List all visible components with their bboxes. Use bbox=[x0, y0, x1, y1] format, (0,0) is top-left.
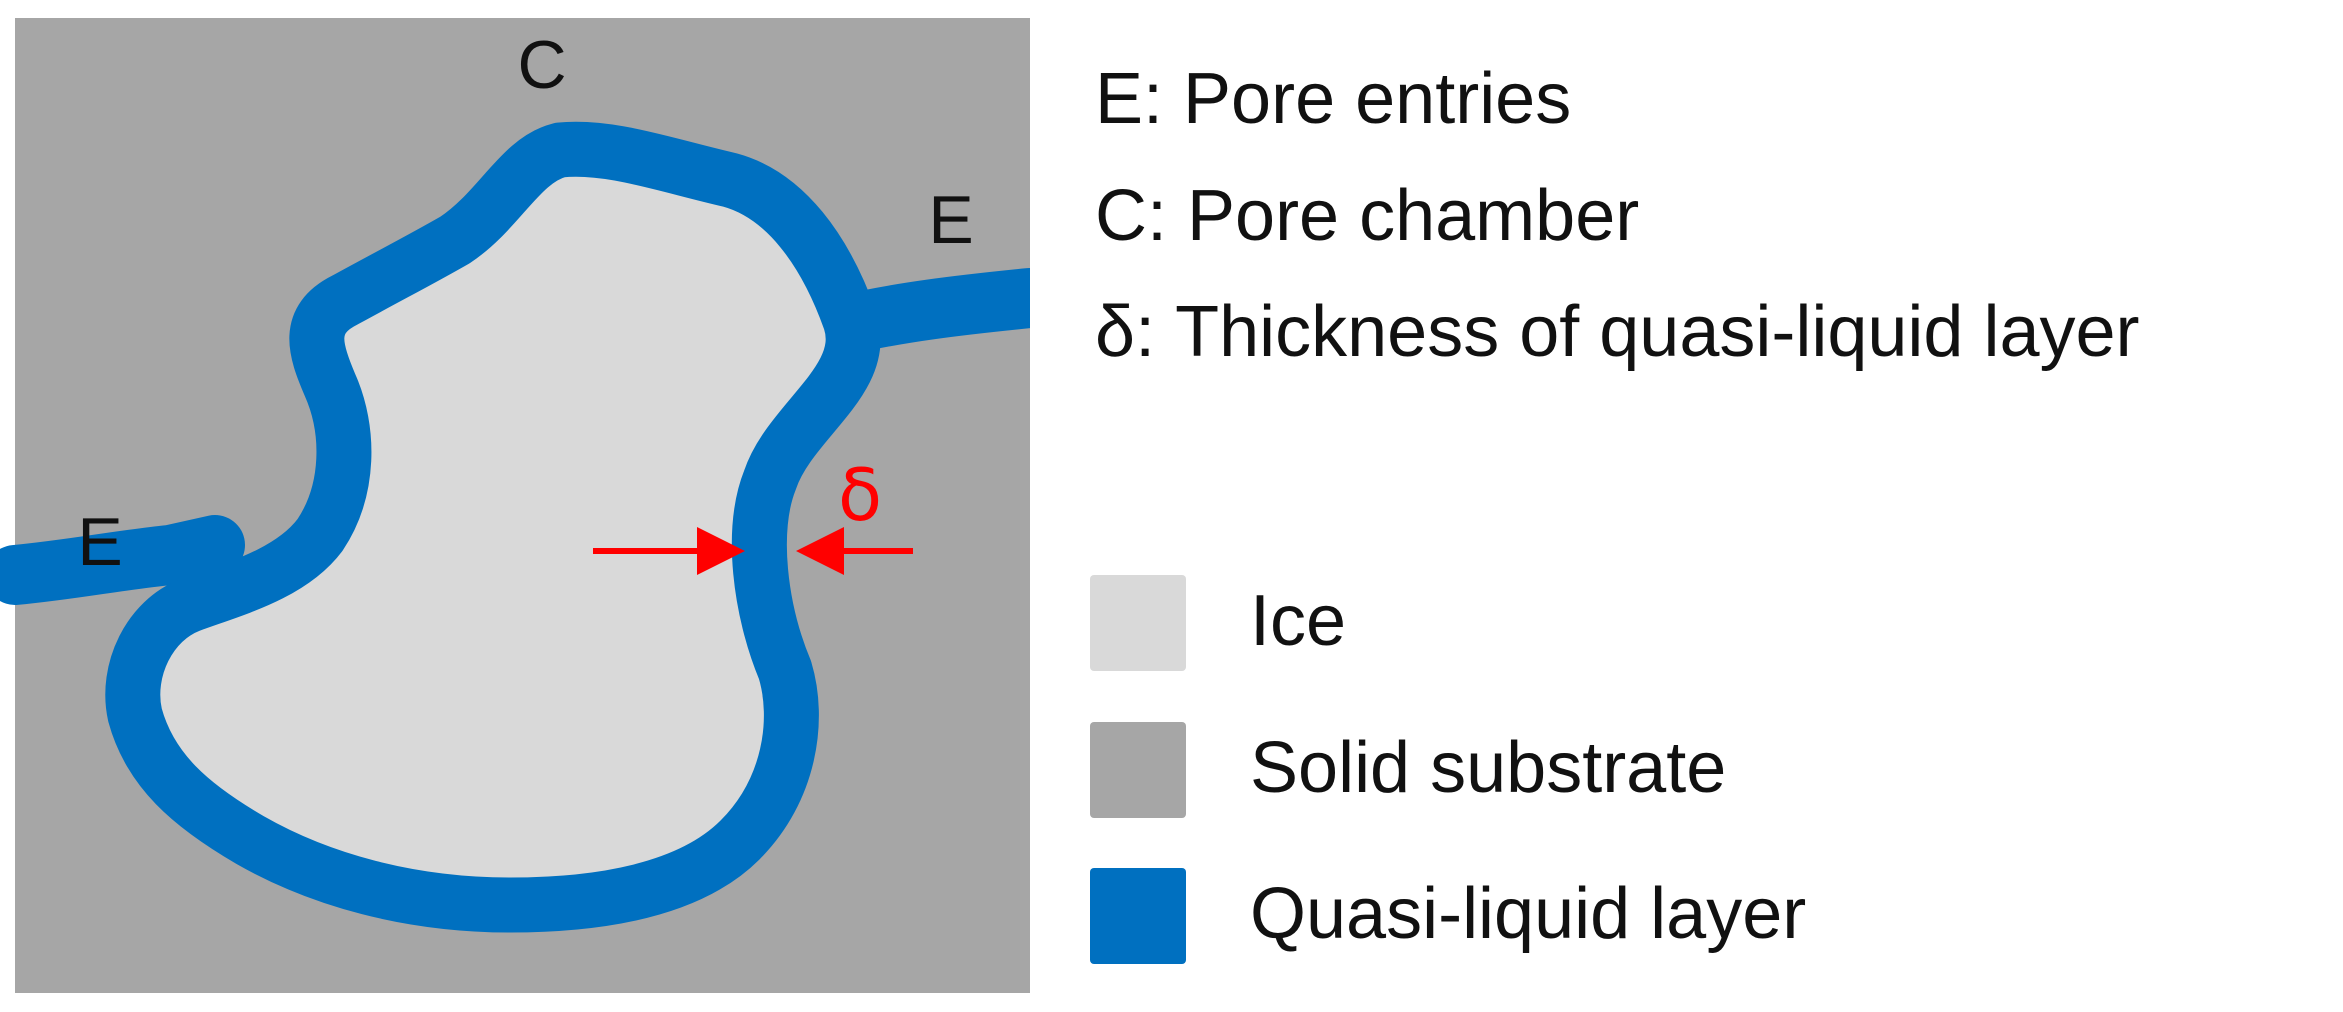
label-entry-left: E bbox=[77, 504, 122, 580]
legend-swatch-ice bbox=[1090, 575, 1186, 671]
legend-swatch-solid-substrate bbox=[1090, 722, 1186, 818]
pore-diagram: C E E δ bbox=[0, 18, 1030, 993]
label-thickness: δ bbox=[838, 453, 882, 537]
legend-swatch-quasi-liquid-layer bbox=[1090, 868, 1186, 964]
definition-thickness: δ: Thickness of quasi-liquid layer bbox=[1095, 292, 2140, 372]
definition-pore-chamber: C: Pore chamber bbox=[1095, 176, 1640, 256]
quasi-liquid-entry-left bbox=[0, 515, 245, 605]
legend-label-ice: Ice bbox=[1250, 581, 1347, 661]
legend-item-ice: Ice bbox=[1090, 575, 2290, 671]
legend-item-quasi-liquid-layer: Quasi-liquid layer bbox=[1090, 868, 2290, 964]
label-entry-right: E bbox=[928, 182, 973, 258]
quasi-liquid-layer bbox=[105, 121, 881, 933]
legend-label-solid-substrate: Solid substrate bbox=[1250, 728, 1727, 808]
legend-item-solid-substrate: Solid substrate bbox=[1090, 722, 2290, 818]
definition-pore-entries: E: Pore entries bbox=[1095, 59, 1572, 139]
label-chamber: C bbox=[517, 27, 566, 103]
legend-label-quasi-liquid-layer: Quasi-liquid layer bbox=[1250, 874, 1807, 954]
